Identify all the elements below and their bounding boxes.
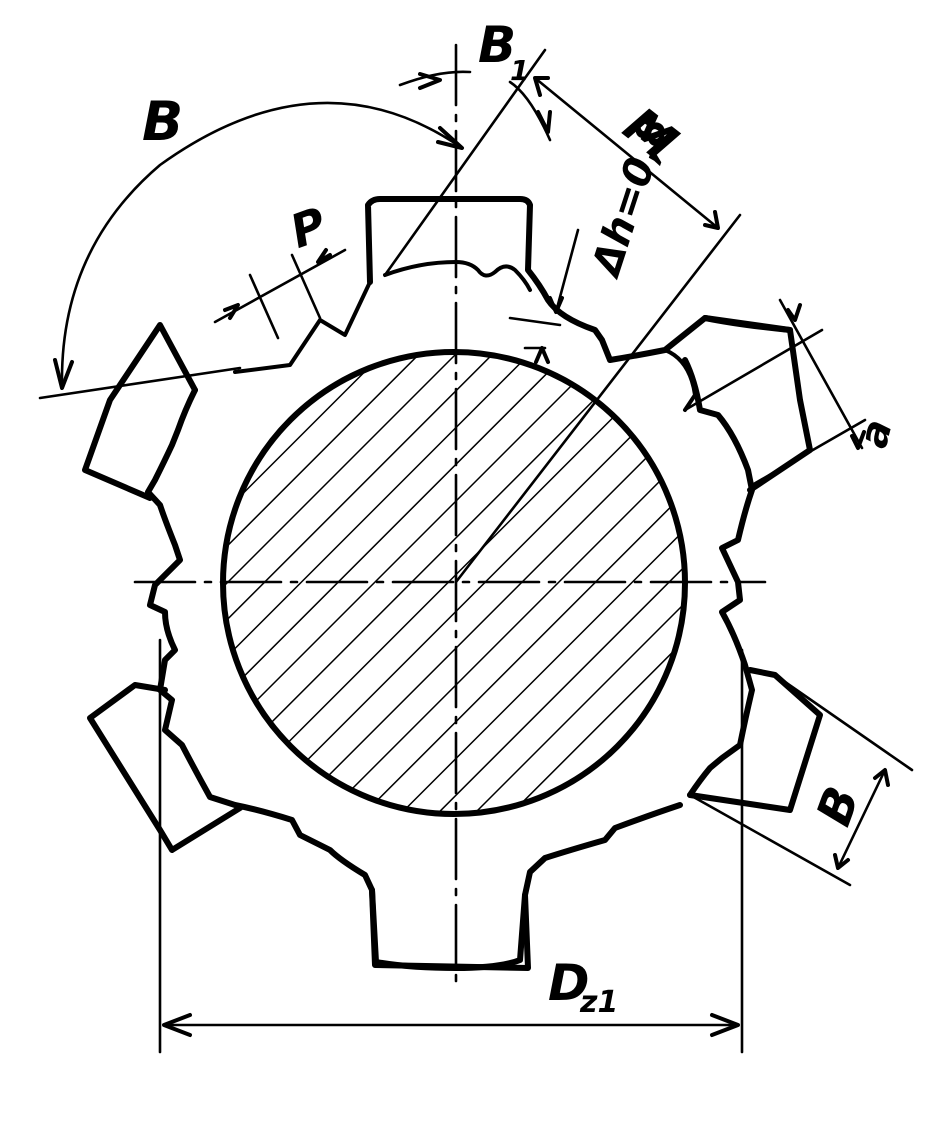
dz1-label: D z1 — [548, 954, 618, 1020]
a-dimension — [683, 298, 867, 487]
svg-text:D: D — [548, 954, 590, 1012]
svg-text:1: 1 — [510, 54, 529, 87]
beta1-label: B 1 — [478, 16, 529, 87]
radial-line — [454, 213, 742, 584]
svg-text:B: B — [478, 16, 516, 74]
m-dimension — [533, 76, 720, 230]
cutter-inserts — [82, 315, 823, 971]
svg-text:z1: z1 — [579, 985, 618, 1020]
b-dimension — [688, 673, 914, 887]
spline-tooth-upper-left — [233, 280, 372, 374]
shaft-section — [220, 349, 688, 817]
p-dimension — [213, 248, 347, 340]
b-label: B — [806, 779, 871, 833]
dz1-dimension — [158, 638, 744, 1054]
spline-tooth-top — [383, 260, 532, 292]
delta-h-dimension — [508, 228, 580, 364]
p-label: P — [283, 197, 333, 259]
beta-dimension — [38, 101, 464, 400]
spline-tooth-upper-right — [663, 348, 697, 412]
beta1-dimension — [398, 70, 552, 142]
delta-h-label: Δh=0,8 — [583, 111, 678, 284]
beta-label: B — [142, 90, 183, 153]
